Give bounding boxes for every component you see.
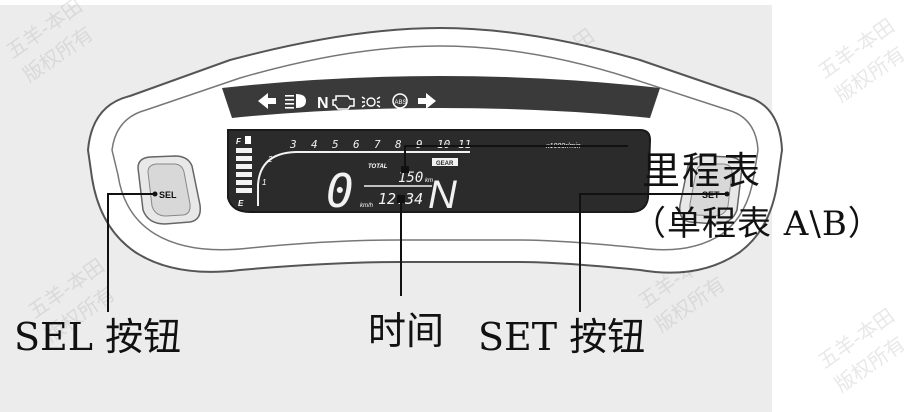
speed-value: 0 <box>326 164 354 218</box>
rpm-tick-label: 6 <box>353 138 360 151</box>
lcd-screen <box>227 129 652 213</box>
rpm-tick-group: 3 4 5 6 7 8 9 10 11 <box>289 138 471 151</box>
fuel-empty-label: E <box>238 199 244 208</box>
rpm-tick-label: 10 <box>437 138 451 151</box>
gear-label-box <box>432 158 458 166</box>
gear-label: GEAR <box>436 161 454 167</box>
speed-unit: km/h <box>360 203 374 209</box>
gear-value: N <box>428 173 457 217</box>
set-button[interactable] <box>689 163 733 217</box>
total-label: TOTAL <box>368 164 388 170</box>
rpm-tick-label: 5 <box>332 138 339 151</box>
trip-meter-label: （单程表 A\B） <box>632 204 883 244</box>
svg-text:ABS: ABS <box>395 100 407 106</box>
cluster-inner-rim <box>111 45 759 251</box>
fuel-full-label: F <box>236 137 242 146</box>
sel-callout-line <box>107 193 155 312</box>
right-turn-arrow-icon <box>418 93 436 109</box>
time-callout-anchor <box>397 195 405 203</box>
fuel-gauge-bars <box>236 148 252 193</box>
odometer-callout-line <box>404 145 628 170</box>
sel-button-label: SEL 按钮 <box>14 315 182 359</box>
rpm-tick-label: 8 <box>395 138 402 151</box>
high-beam-icon <box>285 94 306 109</box>
odometer-unit: km <box>425 178 433 184</box>
engine-check-icon <box>332 95 355 110</box>
rpm-tick-label: 11 <box>458 138 471 151</box>
rpm-low-tick-2: 2 <box>267 155 273 164</box>
rpm-tick-label: 3 <box>289 138 297 151</box>
rpm-arc <box>257 151 470 206</box>
rpm-tick-label: 4 <box>311 138 318 151</box>
sel-button[interactable] <box>147 163 191 217</box>
fuel-pump-icon <box>245 136 251 144</box>
rpm-low-tick-1: 1 <box>262 178 266 187</box>
rpm-tick-label: 9 <box>416 138 423 151</box>
rpm-tick-label: 7 <box>374 138 381 151</box>
abs-icon: ABS <box>392 93 408 109</box>
set-callout-line <box>579 193 727 312</box>
indicator-bar <box>222 76 660 118</box>
time-label: 时间 <box>368 309 445 353</box>
odometer-value: 150 <box>398 170 423 186</box>
sel-button-legend: SEL <box>159 190 177 200</box>
set-button-label: SET 按钮 <box>478 315 646 359</box>
left-turn-arrow-icon <box>258 93 276 109</box>
odometer-label: 里程表 <box>642 149 763 193</box>
position-light-icon <box>361 96 381 108</box>
neutral-indicator: N <box>317 95 329 112</box>
odometer-callout-anchor <box>401 166 409 173</box>
